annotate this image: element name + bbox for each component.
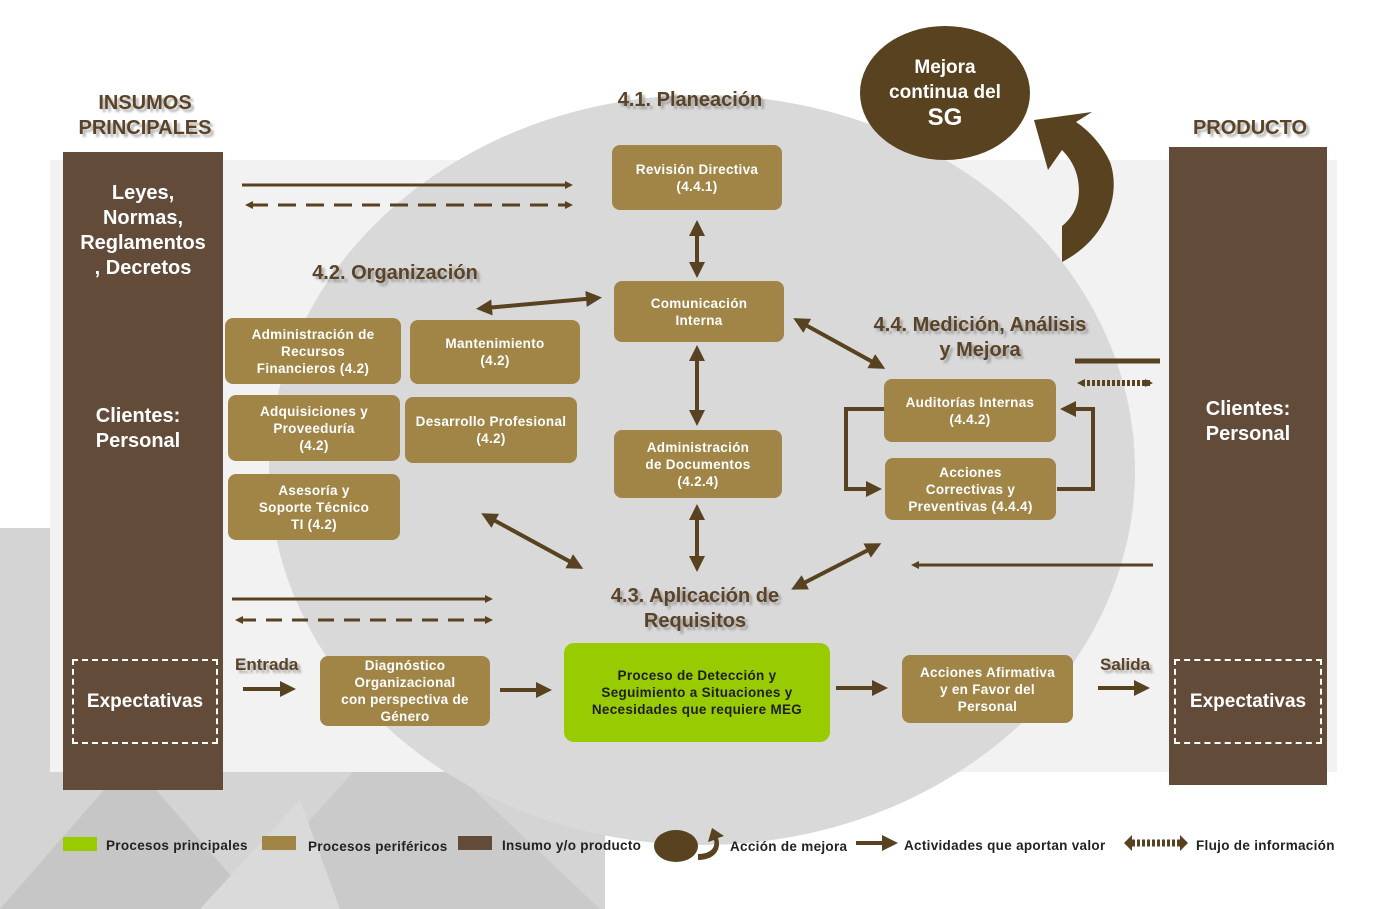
insumos-title: INSUMOS PRINCIPALES bbox=[78, 92, 212, 139]
box-asesoria-soporte[interactable]: Asesoría y Soporte Técnico TI (4.2) bbox=[228, 474, 400, 540]
box-revision-directiva[interactable]: Revisión Directiva (4.4.1) bbox=[612, 145, 782, 210]
legend-valor-arrow-icon bbox=[856, 835, 898, 851]
legend-label-mejora: Acción de mejora bbox=[730, 839, 848, 854]
arrow-comunicacion-medicion bbox=[793, 318, 886, 369]
mejora-curved-arrow bbox=[1034, 112, 1114, 262]
left-insumos-column bbox=[63, 152, 223, 790]
gray-triangle-3 bbox=[200, 800, 340, 909]
box-comunicacion-interna[interactable]: Comunicación Interna bbox=[614, 281, 784, 342]
arrow-organizacion-aplicacion bbox=[481, 513, 584, 569]
mejora-text: Mejora continua del bbox=[889, 56, 1001, 103]
producto-title: PRODUCTO bbox=[1192, 117, 1308, 139]
heading-medicion: 4.4. Medición, Análisis y Mejora bbox=[873, 314, 1087, 361]
legend-flujo-arrow-icon bbox=[1124, 835, 1188, 851]
box-diagnostico-organizacional[interactable]: Diagnóstico Organizacional con perspecti… bbox=[320, 656, 490, 726]
right-expectativas-label: Expectativas bbox=[1189, 690, 1307, 712]
label-salida: Salida bbox=[1100, 655, 1151, 674]
box-administracion-documentos[interactable]: Administración de Documentos (4.2.4) bbox=[614, 430, 782, 498]
right-expectativas-box: Expectativas bbox=[1174, 659, 1322, 744]
gray-triangle-1 bbox=[0, 760, 260, 909]
box-acciones-afirmativa[interactable]: Acciones Afirmativa y en Favor del Perso… bbox=[902, 655, 1073, 723]
box-auditorias-internas[interactable]: Auditorías Internas (4.4.2) bbox=[884, 379, 1056, 442]
left-leyes-text: Leyes, Normas, Reglamentos , Decretos bbox=[80, 182, 206, 279]
loop-acciones-to-auditorias bbox=[1057, 401, 1095, 491]
left-expectativas-box: Expectativas bbox=[72, 659, 218, 744]
legend-swatch-insumo bbox=[458, 836, 492, 850]
loop-auditorias-to-acciones bbox=[844, 407, 884, 497]
right-clientes-text: Clientes: Personal bbox=[1205, 398, 1291, 445]
mejora-sg-text: SG bbox=[927, 103, 963, 131]
legend-label-perifericos: Procesos periféricos bbox=[308, 839, 448, 854]
legend-mejora-icon bbox=[654, 828, 724, 862]
heading-aplicacion: 4.3. Aplicación de Requisitos bbox=[610, 585, 780, 632]
left-clientes-text: Clientes: Personal bbox=[95, 405, 181, 452]
legend-label-valor: Actividades que aportan valor bbox=[904, 838, 1106, 853]
legend-label-flujo: Flujo de información bbox=[1196, 838, 1335, 853]
heading-organizacion: 4.2. Organización bbox=[312, 262, 478, 284]
arrow-aplicacion-medicion bbox=[791, 543, 882, 590]
legend-swatch-principales bbox=[63, 837, 97, 851]
left-expectativas-label: Expectativas bbox=[86, 690, 204, 712]
box-acciones-correctivas[interactable]: Acciones Correctivas y Preventivas (4.4.… bbox=[885, 458, 1056, 520]
arrow-organizacion-comunicacion bbox=[476, 290, 602, 316]
box-adquisiciones[interactable]: Adquisiciones y Proveeduría (4.2) bbox=[228, 395, 400, 461]
box-mantenimiento[interactable]: Mantenimiento (4.2) bbox=[410, 320, 580, 384]
legend-swatch-perifericos bbox=[262, 836, 296, 850]
legend-label-insumo: Insumo y/o producto bbox=[502, 838, 642, 853]
box-proceso-deteccion[interactable]: Proceso de Detección y Seguimiento a Sit… bbox=[564, 643, 830, 742]
box-desarrollo-profesional[interactable]: Desarrollo Profesional (4.2) bbox=[405, 397, 577, 463]
label-entrada: Entrada bbox=[235, 655, 299, 674]
heading-planeacion: 4.1. Planeación bbox=[617, 89, 763, 111]
legend-label-principales: Procesos principales bbox=[106, 838, 248, 853]
box-administracion-recursos[interactable]: Administración de Recursos Financieros (… bbox=[225, 318, 401, 384]
right-producto-column bbox=[1169, 147, 1327, 785]
